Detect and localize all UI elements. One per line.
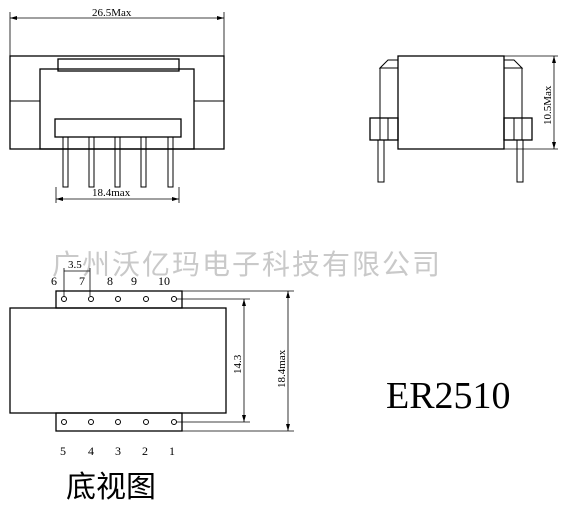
width-dimension: 26.5Max [92,7,132,19]
front-view: 26.5Max 18.4max [9,7,225,203]
pin-label-9: 9 [131,274,137,288]
bottom-view-caption: 底视图 [66,470,156,505]
height-dimension: 10.5Max [542,85,554,125]
pitch-dimension: 3.5 [68,259,82,271]
pin-label-1: 1 [169,444,175,458]
bottom-body [9,307,227,414]
overall-dimension: 18.4max [276,349,288,388]
core-outline [39,68,195,150]
front-pins [62,136,174,188]
model-name: ER2510 [386,375,511,417]
side-body [397,55,505,150]
row-spacing-dimension: 14.3 [232,354,244,374]
side-view: 10.5Max [369,55,558,183]
pin-label-3: 3 [115,444,121,458]
pin-label-6: 6 [51,274,57,288]
watermark-text: 广州沃亿玛电子科技有限公司 [52,248,442,281]
pin-span-dimension: 18.4max [92,187,131,199]
bottom-view: 6 7 8 9 10 3.5 5 4 3 2 1 [9,259,294,505]
pin-label-7: 7 [79,274,85,288]
core-clip [57,58,180,72]
pin-label-8: 8 [107,274,113,288]
pin-label-5: 5 [60,444,66,458]
pin-label-4: 4 [88,444,94,458]
base-plate [54,118,182,138]
bobbin-outline [9,55,225,150]
pin-label-10: 10 [158,274,170,288]
pin-label-2: 2 [142,444,148,458]
